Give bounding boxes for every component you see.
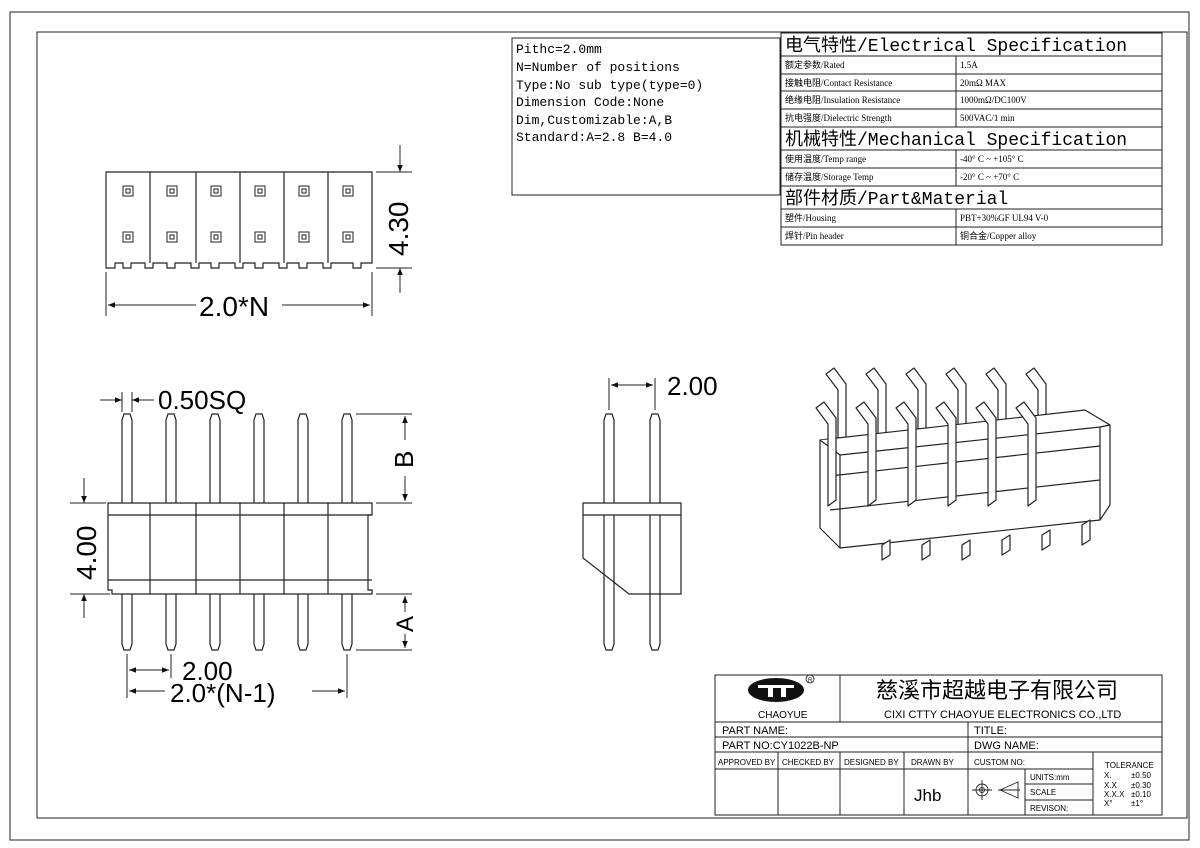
spec-row-value: 铜合金/Copper alloy xyxy=(960,230,1037,241)
part-no-label: PART NO:CY1022B-NP xyxy=(722,740,839,752)
isometric-view xyxy=(815,367,1111,561)
drawn-by-value: Jhb xyxy=(914,786,941,805)
custom-no-label: CUSTOM NO: xyxy=(974,758,1025,767)
electrical-spec-title: 电气特性/Electrical Specification xyxy=(785,35,1127,57)
tolerance-value: ±0.10 xyxy=(1131,790,1152,799)
spec-row-label: 使用温度/Temp range xyxy=(785,153,866,164)
spec-row-label: 接触电阻/Contact Resistance xyxy=(785,77,892,88)
note-line: Dimension Code:None xyxy=(516,95,664,110)
spec-row-label: 绝缘电阻/Insulation Resistance xyxy=(785,94,900,105)
designed-by-label: DESIGNED BY xyxy=(844,758,899,767)
dim-pitch: 2.00 xyxy=(182,656,233,686)
dim-total-width: 2.0*(N-1) xyxy=(170,678,275,708)
dim-top-height: 4.30 xyxy=(383,202,414,257)
note-line: N=Number of positions xyxy=(516,60,680,75)
material-title: 部件材质/Part&Material xyxy=(785,188,1008,210)
svg-text:R: R xyxy=(808,678,813,684)
title-label: TITLE: xyxy=(974,725,1007,737)
revision-label: REVISON: xyxy=(1030,804,1068,813)
tolerance-value: ±0.50 xyxy=(1131,771,1152,780)
dim-body-height: 4.00 xyxy=(71,526,102,581)
front-view xyxy=(107,413,373,651)
spec-row-value: PBT+30%GF UL94 V-0 xyxy=(960,213,1049,223)
spec-row-label: 额定参数/Rated xyxy=(785,59,845,70)
title-block xyxy=(714,674,1163,816)
units-label: UNITS:mm xyxy=(1030,773,1070,782)
note-line: Standard:A=2.8 B=4.0 xyxy=(516,130,672,145)
tolerance-value: ±1° xyxy=(1131,799,1143,808)
spec-table xyxy=(780,32,1163,246)
notes-box: Pithc=2.0mm N=Number of positions Type:N… xyxy=(511,37,781,196)
drawn-by-label: DRAWN BY xyxy=(911,758,954,767)
tolerance-title: TOLERANCE xyxy=(1105,761,1154,770)
dim-top-width: 2.0*N xyxy=(199,291,269,322)
logo-name: CHAOYUE xyxy=(758,710,808,721)
note-line: Pithc=2.0mm xyxy=(516,42,602,57)
spec-row-label: 储存温度/Storage Temp xyxy=(785,171,874,182)
spec-row-value: 1000mΩ/DC100V xyxy=(960,95,1027,105)
spec-row-label: 焊针/Pin header xyxy=(785,230,844,241)
tolerance-key: X.X.X xyxy=(1104,790,1125,799)
dim-b-label: B xyxy=(389,451,419,468)
projection-symbol-icon xyxy=(972,780,1020,800)
sheet-border-outer xyxy=(9,11,1190,841)
dim-a-label: A xyxy=(392,616,419,632)
chaoyue-logo: R xyxy=(748,674,815,702)
spec-row-value: -40° C ~ +105° C xyxy=(960,154,1024,164)
dim-side-pitch: 2.00 xyxy=(667,371,718,401)
note-line: Dim,Customizable:A,B xyxy=(516,113,672,128)
side-view xyxy=(582,413,682,651)
spec-row-value: 20mΩ MAX xyxy=(960,78,1006,88)
checked-by-label: CHECKED BY xyxy=(782,758,835,767)
spec-row-value: 1.5A xyxy=(960,60,978,70)
company-name-en: CIXI CTTY CHAOYUE ELECTRONICS CO.,LTD xyxy=(884,709,1121,721)
mechanical-spec-title: 机械特性/Mechanical Specification xyxy=(785,129,1127,151)
part-name-label: PART NAME: xyxy=(722,725,788,737)
dim-pin-square: 0.50SQ xyxy=(158,385,246,415)
spec-row-label: 塑件/Housing xyxy=(785,212,837,223)
sheet-border-inner xyxy=(36,31,1188,819)
spec-row-value: 500VAC/1 min xyxy=(960,113,1015,123)
tolerance-key: X° xyxy=(1104,799,1113,808)
dwg-name-label: DWG NAME: xyxy=(974,740,1039,752)
approved-by-label: APPROVED BY xyxy=(718,758,776,767)
tolerance-key: X. xyxy=(1104,771,1112,780)
company-name-cn: 慈溪市超越电子有限公司 xyxy=(876,678,1118,703)
spec-row-value: -20° C ~ +70° C xyxy=(960,172,1019,182)
tolerance-key: X.X xyxy=(1104,781,1118,790)
note-line: Type:No sub type(type=0) xyxy=(516,78,703,93)
scale-label: SCALE xyxy=(1030,788,1056,797)
top-view xyxy=(105,171,373,269)
tolerance-value: ±0.30 xyxy=(1131,781,1152,790)
spec-row-label: 抗电强度/Dielectric Strength xyxy=(785,112,892,123)
